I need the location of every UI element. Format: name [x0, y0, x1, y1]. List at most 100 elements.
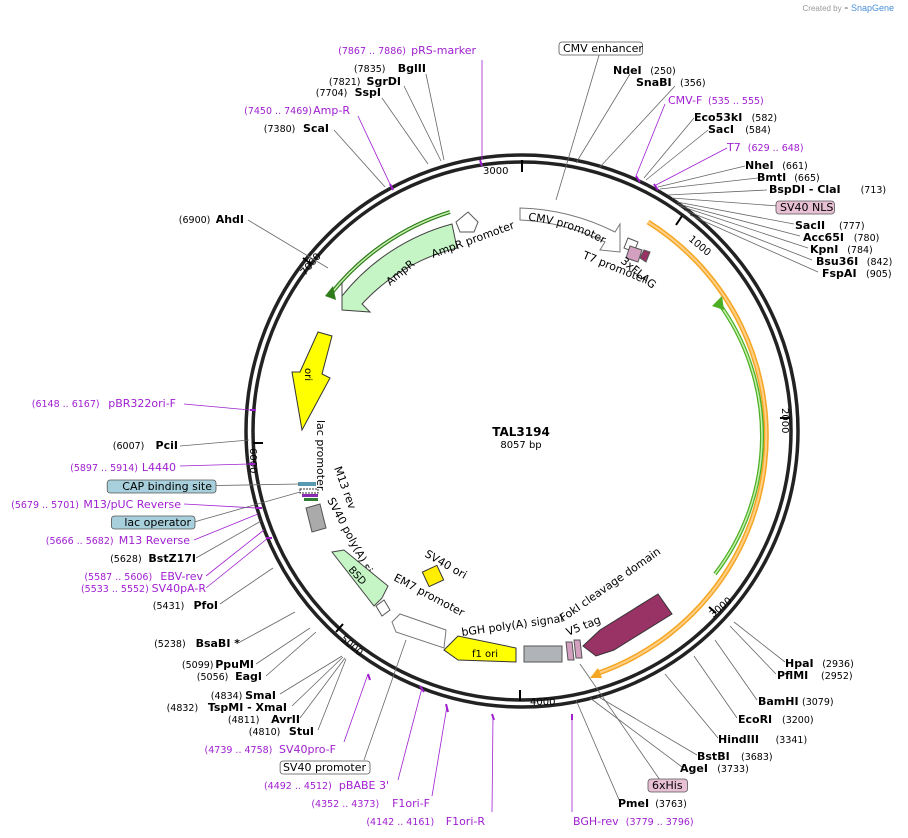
leader-ampr-primer [357, 115, 391, 185]
site-name: Acc65I [803, 231, 844, 244]
site-position: (3763) [655, 799, 687, 810]
site-position: (5628) [110, 554, 142, 565]
site-position: (7704) [316, 88, 348, 99]
site-label-f1ori-f: F1ori-F (4352 .. 4373) [311, 797, 430, 810]
credit-brand: SnapGene [850, 3, 894, 13]
site-name: M13/pUC Reverse [83, 498, 181, 511]
leader-pcii [179, 439, 250, 447]
site-name: SmaI [245, 689, 276, 702]
tal-orange-arc [595, 219, 769, 677]
site-name: Amp-R [313, 104, 350, 117]
site-name: BsaBI * [196, 637, 241, 650]
site-position: (4142 .. 4161) [366, 817, 434, 828]
mark-t7 [653, 183, 659, 191]
f1-ori-label: f1 ori [472, 649, 498, 660]
site-label-sacii: SacII(777) [795, 219, 865, 232]
primer-mark-green [304, 498, 318, 501]
em7-promoter-arrow [391, 613, 447, 649]
site-name: PpuMI [215, 658, 254, 671]
site-position: (6148 .. 6167) [32, 399, 100, 410]
leader-bstz17i [195, 520, 262, 559]
leader-cmv-enhancer [555, 51, 601, 201]
site-label-hindiii: HindIII(3341) [718, 733, 807, 746]
site-position: (3200) [782, 715, 814, 726]
site-label-t7: T7(629 .. 648) [726, 141, 804, 154]
site-position: (7821) [329, 77, 361, 88]
site-label-lac-operator: lac operator [111, 515, 196, 530]
site-label-amp-r: Amp-R(7450 .. 7469) [244, 104, 350, 117]
leader-sv40prof [343, 673, 369, 743]
lac-operator-mark [299, 488, 319, 494]
site-position: (3733) [717, 764, 749, 775]
site-label-sv40-promoter: SV40 promoter [279, 760, 371, 775]
site-name: lac operator [124, 516, 191, 529]
site-name: SspI [355, 86, 381, 99]
site-position: (584) [745, 125, 771, 136]
cmv-promoter-arrow [519, 207, 621, 253]
site-label-bstz17i: BstZ17I(5628) [110, 552, 196, 565]
mark-cmvf [635, 175, 641, 183]
site-label-sv40pa-r: SV40pA-R(5533 .. 5552) [81, 582, 206, 595]
site-label-sv40-nls: SV40 NLS [775, 200, 835, 215]
f1-ori-arrow [443, 635, 517, 663]
feature-box [111, 515, 196, 530]
leader-ecori [693, 655, 738, 719]
site-label-kpni: KpnI(784) [810, 243, 873, 256]
site-position: (629 .. 648) [748, 143, 804, 154]
site-position: (6007) [113, 441, 145, 452]
site-label-snabi: SnaBI(356) [636, 76, 706, 89]
site-position: (4832) [167, 703, 199, 714]
site-name: EcoRI [738, 713, 772, 726]
bgh-polya-label: bGH poly(A) signal [461, 612, 565, 639]
site-label-hpai: HpaI(2936) [785, 657, 854, 670]
ampr-green-arc-inner [329, 211, 451, 296]
site-name: PfoI [194, 599, 219, 612]
tick-3000 [708, 606, 717, 614]
mark-sv40prof [367, 673, 371, 681]
site-position: (4352 .. 4373) [311, 799, 379, 810]
site-label-f1ori-r: F1ori-R (4142 .. 4161) [366, 815, 485, 828]
site-label-eagi: EagI(5056) [197, 670, 262, 683]
site-label-cmv-enhancer: CMV enhancer [558, 41, 643, 56]
site-label-ebv-rev: EBV-rev(5587 .. 5606) [84, 570, 203, 583]
ruler-label-3000-top: 3000 [483, 166, 508, 177]
site-name: AvrII [271, 713, 300, 726]
site-position: (3683) [741, 752, 773, 763]
leader-ndei [575, 73, 631, 164]
site-label-nhei: NheI(661) [745, 159, 808, 172]
ruler-label-3000: 3000 [708, 596, 735, 621]
leader-ahdi [247, 219, 329, 269]
site-name: Eco53kI [694, 111, 742, 124]
site-position: (250) [650, 66, 676, 77]
site-name: L4440 [142, 461, 176, 474]
site-position: (582) [752, 113, 778, 124]
site-label-eco53ki: Eco53kI (582) [694, 111, 777, 124]
site-name: F1ori-R [446, 815, 486, 828]
site-name: pBR322ori-F [108, 397, 176, 410]
site-label-6xhis: 6xHis [647, 778, 688, 793]
sv40-ori-block [421, 564, 445, 588]
leader-bsabi [239, 611, 296, 643]
site-label-avrii: AvrII(4811) [228, 713, 300, 726]
site-label-pfoi: PfoI(5431) [153, 599, 218, 612]
site-position: (713) [861, 185, 887, 196]
tick-1000 [675, 215, 683, 226]
site-name: BglII [398, 62, 426, 75]
site-label-m13-puc-reverse: M13/pUC Reverse(5679 .. 5701) [11, 498, 181, 511]
site-name: SacI [708, 123, 734, 136]
site-name: AgeI [680, 762, 708, 775]
leader-xmai [291, 656, 344, 707]
site-name: F1ori-F [392, 797, 430, 810]
site-label-bamhi: BamHI(3079) [758, 695, 834, 708]
site-position: (5056) [197, 672, 229, 683]
3xflag-block [625, 245, 643, 263]
site-position: (5897 .. 5914) [70, 463, 138, 474]
leader-bmti [659, 177, 759, 190]
site-label-bsu36i: Bsu36I(842) [816, 255, 892, 268]
site-name: TspMI - XmaI [208, 701, 287, 714]
ori-arrow [291, 331, 333, 432]
site-label-cap-binding-site: CAP binding site [106, 479, 217, 494]
leader-bamhi [714, 639, 758, 701]
leader-6xhis [579, 663, 661, 781]
site-name: PciI [156, 439, 178, 452]
